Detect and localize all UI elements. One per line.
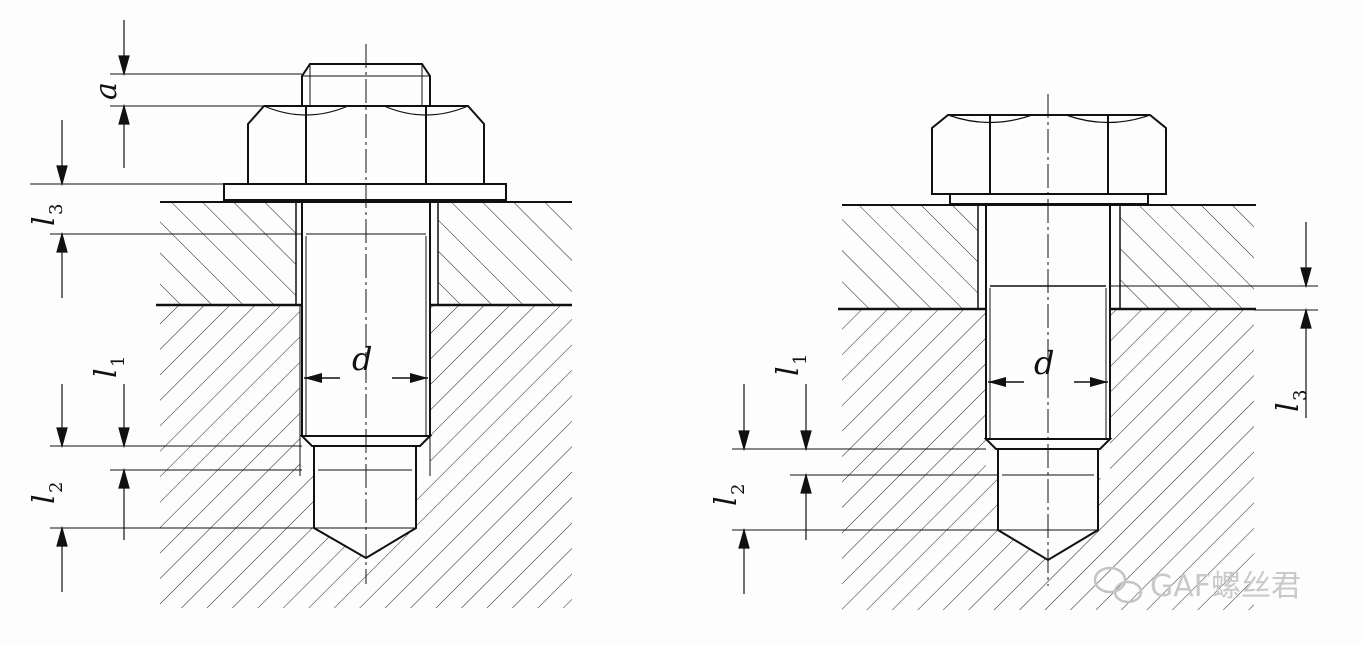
- svg-text:2: 2: [728, 484, 749, 495]
- svg-text:1: 1: [108, 356, 129, 367]
- label-d-right: d: [1034, 344, 1054, 382]
- wechat-icon: [1093, 566, 1143, 604]
- svg-text:l: l: [89, 368, 124, 378]
- svg-text:1: 1: [790, 354, 811, 365]
- label-a: a: [89, 82, 124, 100]
- svg-text:3: 3: [46, 204, 67, 215]
- label-l3-right: l 3: [1271, 390, 1311, 412]
- svg-text:l: l: [27, 216, 62, 226]
- label-l2-right: l 2: [709, 484, 749, 506]
- label-d-left: d: [352, 340, 372, 378]
- right-figure: [732, 94, 1318, 610]
- watermark-text: GAF螺丝君: [1150, 569, 1301, 604]
- right-screw-head: [931, 114, 1167, 205]
- label-l3-left: l 3: [27, 204, 67, 226]
- label-l1-left: l 1: [89, 356, 129, 378]
- svg-text:l: l: [771, 366, 806, 376]
- label-l2-left: l 2: [27, 482, 67, 504]
- svg-text:l: l: [1271, 402, 1306, 412]
- watermark: GAF螺丝君: [1093, 566, 1301, 604]
- svg-text:l: l: [27, 494, 62, 504]
- left-washer: [223, 183, 507, 201]
- label-l1-right: l 1: [771, 354, 811, 376]
- svg-text:3: 3: [1290, 390, 1311, 401]
- svg-text:l: l: [709, 496, 744, 506]
- svg-text:2: 2: [46, 482, 67, 493]
- left-figure: [30, 20, 572, 608]
